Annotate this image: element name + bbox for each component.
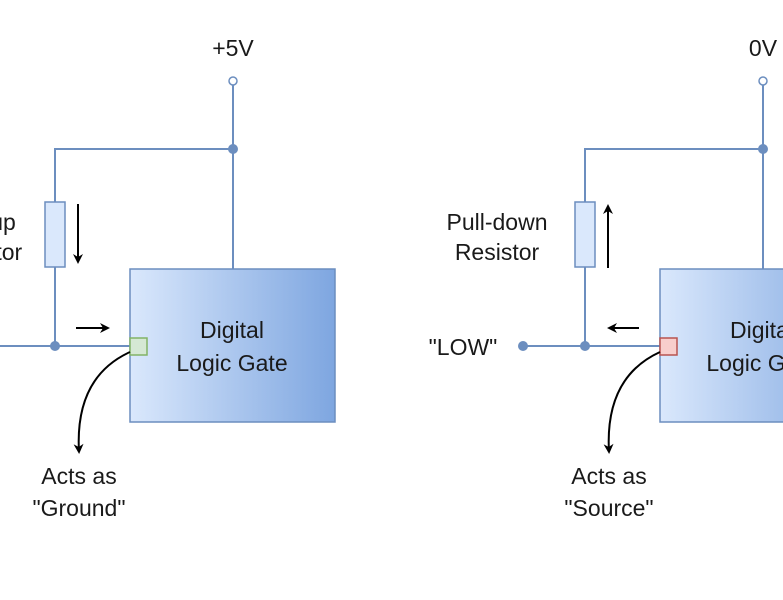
junction-dot bbox=[228, 144, 238, 154]
resistor-label-line1: Pull-down bbox=[447, 209, 548, 235]
resistor-top-wire bbox=[584, 148, 763, 202]
junction-dot bbox=[758, 144, 768, 154]
resistor-label-line2: Resistor bbox=[0, 239, 23, 265]
gate-label-line1: Digital bbox=[730, 317, 783, 343]
callout-arrow-icon bbox=[73, 351, 131, 454]
pull-down-circuit: 0V Pull-down Resistor "LOW" Digital Logi… bbox=[429, 35, 783, 521]
pull-up-resistor bbox=[44, 201, 66, 268]
gate-input-pin-source bbox=[659, 337, 678, 356]
callout-line1: Acts as bbox=[41, 463, 116, 489]
gate-label-line1: Digital bbox=[200, 317, 264, 343]
callout-line2: "Ground" bbox=[32, 495, 125, 521]
resistor-label-line2: Resistor bbox=[455, 239, 540, 265]
gate-label-line2: Logic Gate bbox=[706, 350, 783, 376]
supply-label-0v: 0V bbox=[749, 35, 778, 61]
supply-terminal bbox=[758, 76, 768, 86]
signal-label-low: "LOW" bbox=[429, 334, 498, 360]
logic-gate-box bbox=[659, 268, 783, 423]
junction-dot bbox=[50, 341, 60, 351]
callout-arrow-icon bbox=[603, 351, 661, 454]
supply-label-5v: +5V bbox=[212, 35, 254, 61]
callout-line1: Acts as bbox=[571, 463, 646, 489]
pull-up-circuit: +5V Pull-up Resistor Digital Logic Gate … bbox=[0, 35, 336, 521]
junction-dot bbox=[580, 341, 590, 351]
callout-line2: "Source" bbox=[564, 495, 653, 521]
supply-terminal bbox=[228, 76, 238, 86]
gate-label-line2: Logic Gate bbox=[176, 350, 287, 376]
resistor-top-wire bbox=[54, 148, 233, 202]
resistor-label-line1: Pull-up bbox=[0, 209, 16, 235]
logic-gate-box bbox=[129, 268, 336, 423]
pull-down-resistor bbox=[574, 201, 596, 268]
gate-input-pin-ground bbox=[129, 337, 148, 356]
